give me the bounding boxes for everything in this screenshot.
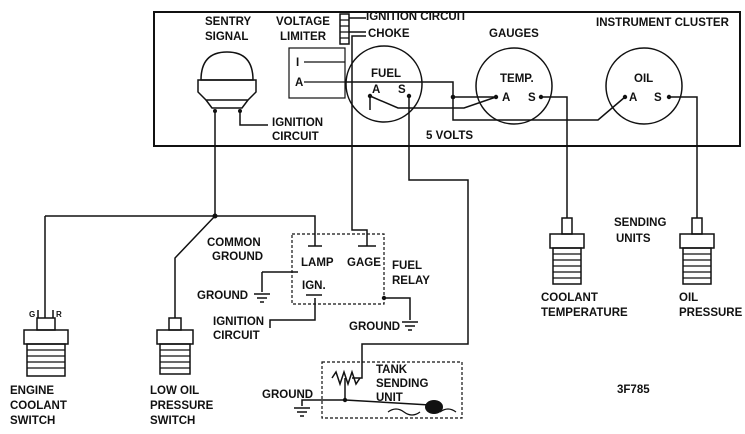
sending-units-label: SENDING [614,217,666,229]
relay-ign-label: IGN. [302,280,326,292]
relay-circuit-label: CIRCUIT [213,330,260,342]
coolant-temperature-label-2: TEMPERATURE [541,307,628,319]
gauges-label: GAUGES [489,28,539,40]
engine-coolant-label-3: SWITCH [10,415,55,427]
choke-label: CHOKE [368,28,410,40]
relay-gage-label: GAGE [347,257,381,269]
relay-ground-label: GROUND [197,290,248,302]
engine-switch-g-mark: G [29,310,35,319]
sentry-ignition-wire [239,111,268,126]
tank-sending-label-2: SENDING [376,378,428,390]
fuel-relay-label: FUEL [392,260,422,272]
tank-sending-label: TANK [376,364,408,376]
low-oil-switch-wire [174,215,216,318]
sentry-signal-label-2: SIGNAL [205,31,248,43]
oil-terminal-a: A [629,92,637,104]
ignition-circuit-top-label: IGNITION CIRCUIT [366,11,467,23]
oil-pressure-label-2: PRESSURE [679,307,743,319]
fuel-a-bus-wire [369,95,497,109]
common-ground-label: COMMON [207,237,261,249]
low-oil-label: LOW OIL [150,385,199,397]
sentry-signal-lamp [197,51,257,113]
ground-symbol-relay [254,293,270,303]
oil-s-sender-wire [669,96,698,218]
oil-pressure-sender [679,217,715,285]
fuel-relay-label-2: RELAY [392,275,430,287]
ignition-connector [339,13,366,45]
temp-s-sender-wire [541,96,568,218]
relay-ignition-label: IGNITION [213,316,264,328]
ground-symbol-right [402,321,418,331]
common-ground-label-2: GROUND [212,251,263,263]
voltage-limiter-label-2: LIMITER [280,31,327,43]
temp-terminal-a: A [502,92,510,104]
figure-code: 3F785 [617,384,650,396]
sentry-signal-label: SENTRY [205,16,252,28]
voltage-limiter-box [288,47,346,99]
low-oil-pressure-switch [156,317,194,375]
fuel-terminal-a: A [372,84,380,96]
fuel-gauge-label: FUEL [371,68,401,80]
oil-gauge-label: OIL [634,73,653,85]
oil-pressure-label: OIL [679,292,698,304]
ground-symbol-tank [294,407,310,417]
tank-sending-label-3: UNIT [376,392,403,404]
engine-coolant-label-2: COOLANT [10,400,67,412]
limiter-output-wire [345,81,496,98]
engine-coolant-label: ENGINE [10,385,54,397]
tank-sending-unit-box [321,361,463,419]
tank-ground-label: GROUND [262,389,313,401]
low-oil-label-3: SWITCH [150,415,195,427]
low-oil-label-2: PRESSURE [150,400,214,412]
relay-lamp-label: LAMP [301,257,334,269]
right-ground-label: GROUND [349,321,400,333]
fuel-s-tank-wire [352,96,469,379]
fuel-relay-box [291,233,385,305]
sentry-circuit-label: CIRCUIT [272,131,319,143]
sentry-ignition-label: IGNITION [272,117,323,129]
gage-supply-wire [351,35,368,246]
limiter-terminal-i: I [296,57,299,69]
sending-units-label-2: UNITS [616,233,651,245]
five-volts-label: 5 VOLTS [426,130,473,142]
coolant-temperature-sender [549,217,585,285]
temp-terminal-s: S [528,92,536,104]
limiter-terminal-a: A [295,77,303,89]
temp-gauge: TEMP. A S [475,47,553,125]
engine-coolant-switch [23,310,69,377]
tank-float [387,400,457,416]
voltage-limiter-label: VOLTAGE [276,16,330,28]
coolant-temperature-label: COOLANT [541,292,598,304]
temp-gauge-label: TEMP. [500,73,534,85]
oil-terminal-s: S [654,92,662,104]
fuel-terminal-s: S [398,84,406,96]
instrument-cluster-label: INSTRUMENT CLUSTER [596,17,730,29]
oil-gauge: OIL A S [605,47,683,125]
engine-switch-r-mark: R [56,310,62,319]
